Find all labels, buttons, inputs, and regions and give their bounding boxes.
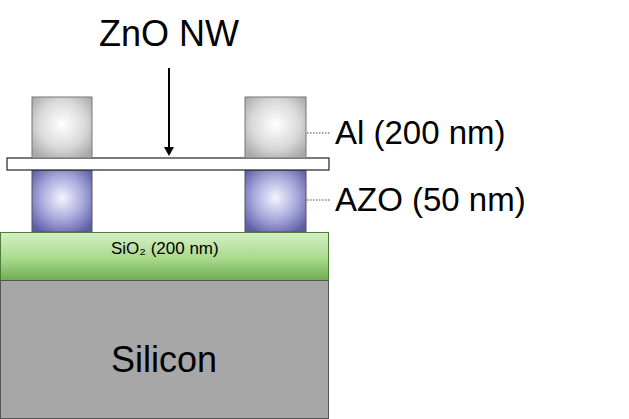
- substrate-block: Silicon: [0, 280, 329, 419]
- nanowire: [7, 158, 329, 170]
- layer-label: SiO₂ (200 nm): [111, 239, 219, 259]
- oxide-layer: SiO₂ (200 nm): [0, 232, 329, 281]
- al-contact: [245, 97, 306, 158]
- layer-label: Silicon: [111, 339, 217, 380]
- leader-line: [307, 200, 331, 201]
- pointer-arrow: [168, 68, 170, 154]
- azo-contact: [245, 170, 306, 232]
- azo-contact: [32, 170, 92, 232]
- leader-line: [307, 133, 331, 134]
- al-contact: [32, 97, 92, 158]
- layer-callout: AZO (50 nm): [335, 181, 526, 219]
- layer-callout: Al (200 nm): [335, 114, 506, 152]
- component-label: ZnO NW: [99, 13, 239, 54]
